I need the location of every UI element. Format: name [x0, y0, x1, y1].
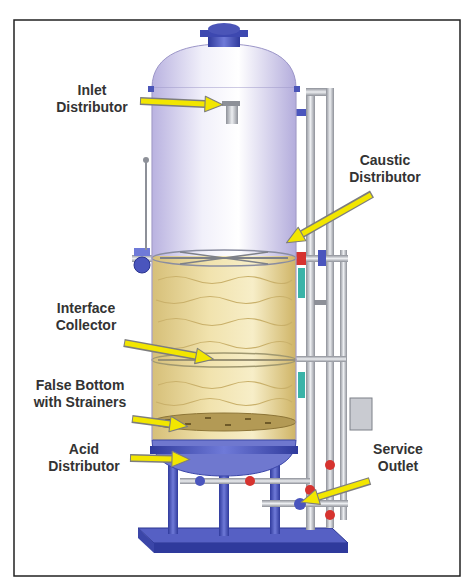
caustic-lateral — [180, 252, 268, 264]
skid-base — [138, 462, 348, 553]
callout-label: Inlet Distributor — [42, 82, 142, 116]
lug — [294, 86, 300, 92]
manway-cover — [208, 23, 240, 35]
callout-label: Service Outlet — [358, 441, 438, 475]
leader-arrow-outline — [318, 481, 370, 497]
leader-arrow — [131, 458, 172, 459]
callout-arrows — [124, 101, 372, 497]
valve — [325, 460, 335, 470]
vessel-outline — [151, 88, 152, 440]
valve — [305, 485, 315, 495]
resin-texture — [156, 399, 292, 406]
callout-label: Interface Collector — [36, 300, 136, 334]
false-bottom — [152, 413, 296, 431]
inlet-distributor — [226, 106, 238, 124]
collector-pipe — [296, 356, 346, 362]
piping — [132, 88, 372, 530]
skid-front — [154, 543, 348, 553]
valve-actuator — [134, 257, 150, 273]
resin-texture — [158, 277, 292, 284]
lug — [148, 86, 154, 92]
callout-label: False Bottom with Strainers — [24, 377, 136, 411]
leader-arrow — [125, 343, 196, 356]
leader-arrow-outline — [124, 343, 196, 356]
resin-texture — [158, 319, 292, 326]
top-dome — [152, 44, 296, 88]
leader-arrow-outline — [130, 458, 172, 459]
valve-actuator — [134, 248, 150, 256]
callout-label: Acid Distributor — [34, 441, 134, 475]
valve — [245, 476, 255, 486]
leader-arrow — [141, 101, 205, 104]
vessel-shell — [152, 88, 296, 256]
valve — [325, 510, 335, 520]
valve — [195, 476, 205, 486]
resin-texture — [158, 382, 292, 389]
strainers — [165, 418, 271, 425]
caustic-lateral — [180, 252, 268, 264]
leader-arrow-outline — [132, 419, 170, 424]
pipe — [326, 88, 334, 528]
leader-arrow — [318, 481, 369, 497]
sight-glass — [298, 372, 305, 398]
skid-side — [138, 528, 154, 553]
leader-arrow-outline — [302, 194, 372, 234]
valve — [294, 498, 306, 510]
frame-border — [14, 20, 460, 576]
gauge-box — [350, 398, 372, 430]
vent-line — [143, 157, 149, 163]
resin-texture — [156, 297, 292, 304]
acid-distributor — [150, 446, 298, 454]
caustic-distributor — [152, 250, 296, 266]
resin-texture — [156, 342, 292, 349]
pipe — [306, 90, 315, 530]
leader-arrow-outline — [140, 101, 205, 104]
inlet-distributor — [222, 101, 240, 106]
pipe — [314, 300, 326, 305]
vessel — [143, 23, 305, 476]
vent-line — [145, 160, 147, 250]
callout-label: Caustic Distributor — [329, 152, 441, 186]
vessel-outline — [295, 88, 296, 440]
valve — [318, 250, 326, 266]
bottom-head — [152, 440, 296, 476]
vessel-leg — [270, 462, 280, 534]
interface-lateral — [158, 359, 296, 361]
pipe — [340, 250, 347, 520]
manway-neck — [208, 37, 240, 47]
sight-glass — [298, 268, 305, 298]
vessel-leg — [168, 462, 178, 534]
valve — [296, 252, 306, 265]
leader-arrow — [302, 195, 371, 234]
leader-arrow — [133, 419, 170, 424]
